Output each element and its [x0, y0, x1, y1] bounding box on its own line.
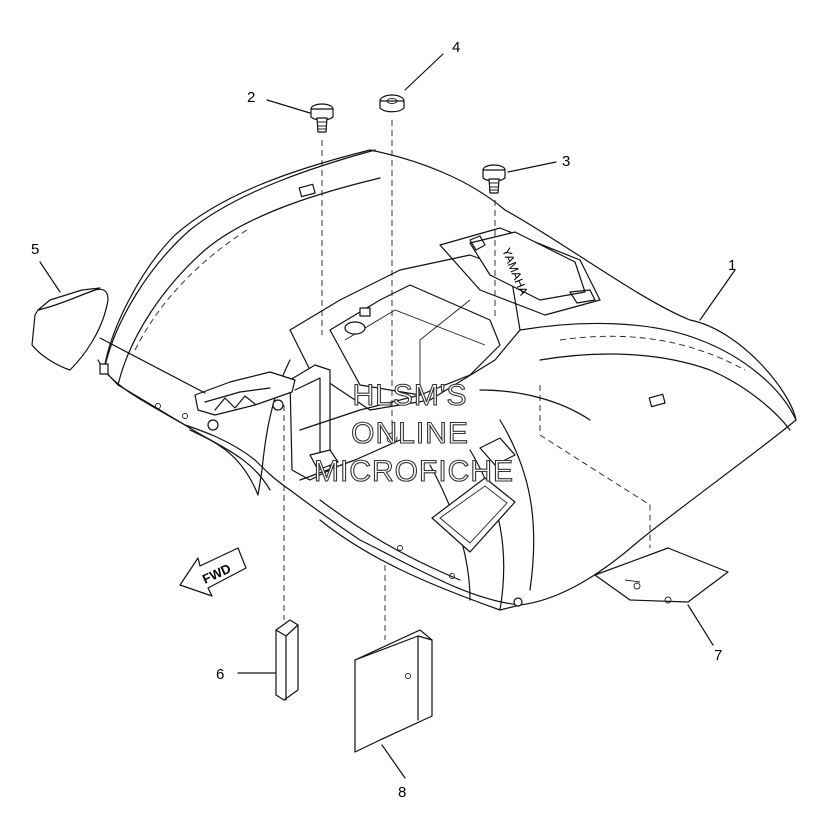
part-7-flap	[539, 385, 729, 604]
callout-1: 1	[728, 257, 736, 274]
callout-8: 8	[398, 784, 406, 801]
callout-2: 2	[247, 89, 255, 106]
part-2-bolt	[310, 103, 334, 335]
callout-4: 4	[452, 39, 460, 56]
callout-5: 5	[31, 241, 39, 258]
callout-3: 3	[562, 153, 570, 170]
leader-lines	[39, 53, 736, 779]
rear-fender: YAMAHA	[97, 149, 797, 611]
part-5-guard	[31, 287, 206, 394]
watermark-line-3: MICROFICHE	[314, 455, 514, 488]
watermark-line-1: HLSM'S	[352, 379, 467, 412]
callout-labels: 1 2 3 4 5 6 7 8	[31, 39, 736, 801]
part-4-grommet	[379, 94, 405, 444]
part-6-bracket	[275, 405, 299, 701]
part-8-mudguard	[354, 565, 433, 753]
watermark-line-2: ONLINE	[351, 417, 469, 450]
watermark: HLSM'S ONLINE MICROFICHE	[313, 378, 514, 488]
fwd-arrow: FWD	[179, 547, 247, 597]
part-3-bolt	[482, 164, 506, 320]
callout-7: 7	[714, 647, 722, 664]
callout-6: 6	[216, 666, 224, 683]
